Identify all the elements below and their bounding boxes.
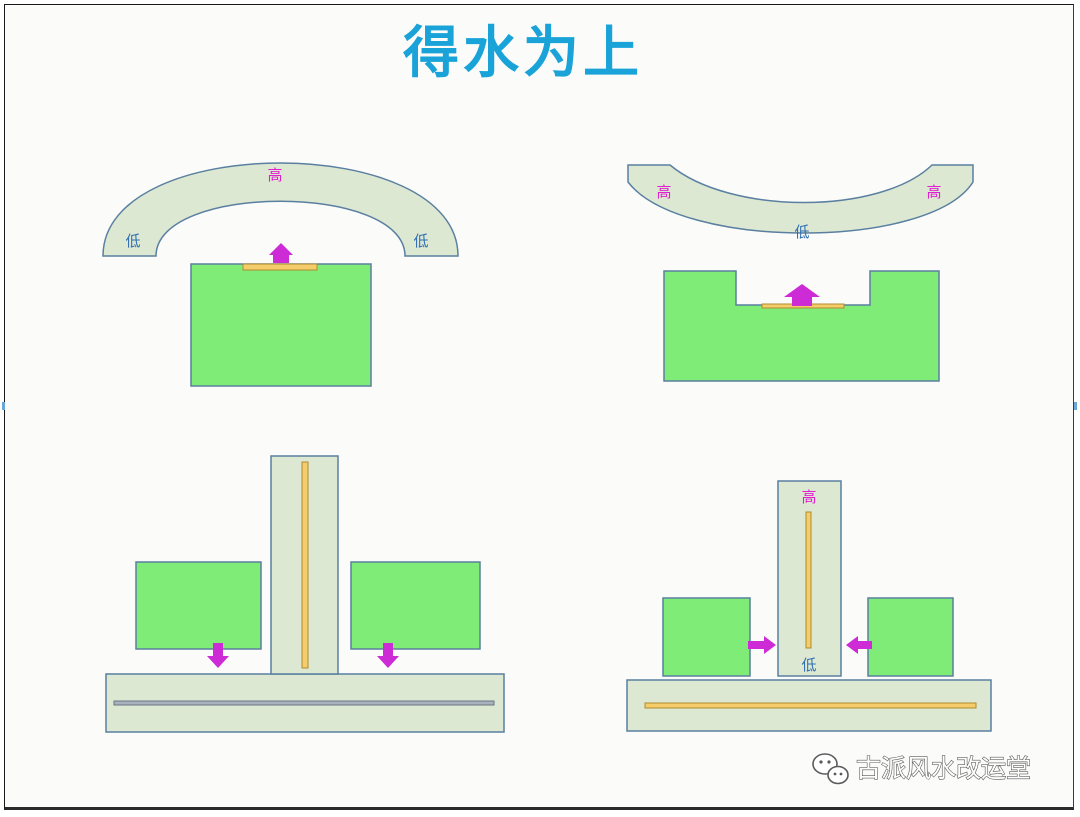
label-high: 高 [267, 166, 282, 184]
label-low: 低 [125, 232, 140, 250]
arrow-up-icon [269, 243, 293, 263]
label-low: 低 [801, 656, 816, 674]
panel-arch-road: 高 低 低 [102, 162, 459, 387]
panel-bowl-road: 高 高 低 [627, 164, 974, 382]
land-block-right [350, 561, 481, 650]
panel-slope-road: 高 低 [626, 480, 992, 732]
label-high: 高 [656, 183, 671, 201]
arrow-down-icon [207, 643, 229, 668]
diagram-title: 得水为上 [403, 20, 643, 86]
arched-road [102, 162, 459, 257]
watermark: 古派风水改运堂 [812, 753, 1032, 785]
land-block-left [135, 561, 262, 650]
land-block-right [867, 597, 954, 677]
label-low: 低 [794, 223, 809, 241]
water-strip [301, 461, 309, 669]
label-low: 低 [413, 232, 428, 250]
bowl-road [627, 164, 974, 234]
road-centerline [113, 700, 495, 706]
watermark-text: 古派风水改运堂 [856, 754, 1031, 783]
land-block [190, 263, 372, 387]
label-high: 高 [926, 183, 941, 201]
land-block-notched [663, 270, 940, 382]
water-strip [805, 511, 812, 649]
wechat-icon [812, 753, 849, 785]
arrow-up-icon [784, 284, 820, 306]
water-strip [242, 263, 318, 271]
arrow-down-icon [377, 643, 399, 668]
water-strip [644, 702, 977, 709]
arrow-left-icon [846, 636, 872, 654]
frame-tick [1074, 402, 1077, 410]
panel-t-junction [105, 455, 505, 733]
label-high: 高 [801, 488, 816, 506]
arrow-right-icon [748, 636, 776, 654]
frame-tick [2, 402, 5, 410]
land-block-left [662, 597, 751, 677]
